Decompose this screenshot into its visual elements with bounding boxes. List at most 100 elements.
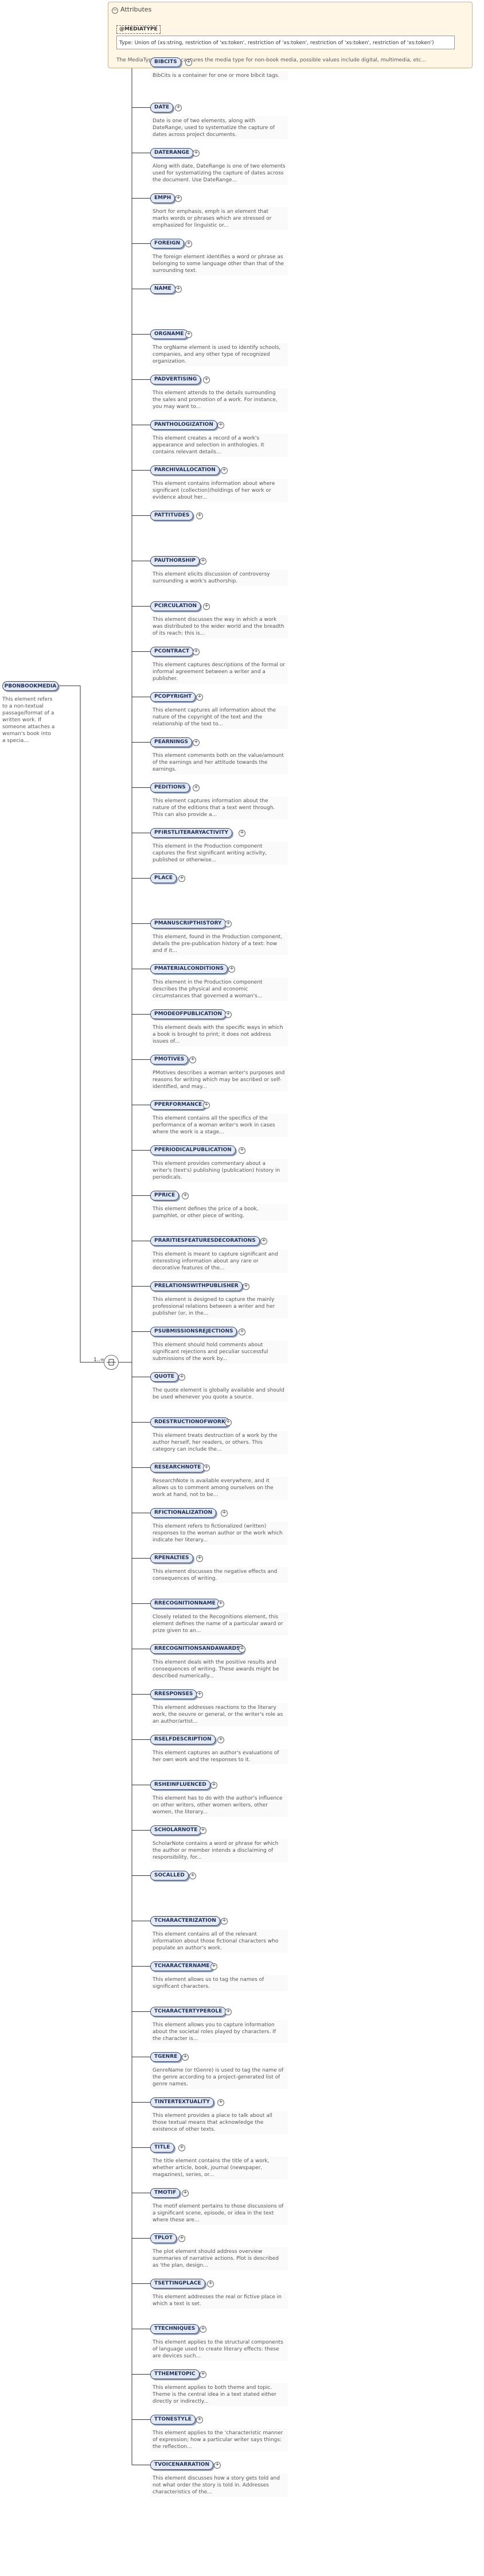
- choice-compositor-icon[interactable]: [104, 1355, 119, 1370]
- element-pperformance[interactable]: PPERFORMANCE: [150, 1100, 206, 1110]
- expand-icon[interactable]: +: [210, 1963, 217, 1970]
- collapse-icon[interactable]: −: [112, 7, 118, 14]
- element-rrecognitionsandawards[interactable]: RRECOGNITIONSANDAWARDS: [150, 1644, 244, 1654]
- element-ttechniques[interactable]: TTECHNIQUES: [150, 2324, 200, 2334]
- element-rdestructionofwork[interactable]: RDESTRUCTIONOFWORK: [150, 1417, 229, 1427]
- element-pmotives[interactable]: PMOTIVES: [150, 1055, 189, 1064]
- element-ttonestyle[interactable]: TTONESTYLE: [150, 2415, 196, 2425]
- expand-icon[interactable]: +: [182, 2190, 189, 2197]
- element-pearnings[interactable]: PEARNINGS: [150, 737, 192, 747]
- element-orgname[interactable]: ORGNAME: [150, 329, 188, 339]
- expand-icon[interactable]: +: [221, 1918, 228, 1925]
- expand-icon[interactable]: +: [225, 2008, 232, 2015]
- element-pmaterialconditions[interactable]: PMATERIALCONDITIONS: [150, 964, 228, 974]
- expand-icon[interactable]: +: [225, 1011, 232, 1018]
- expand-icon[interactable]: +: [260, 1238, 267, 1245]
- expand-icon[interactable]: +: [193, 648, 200, 655]
- expand-icon[interactable]: +: [200, 2326, 206, 2333]
- element-tvoicenarration[interactable]: TVOICENARRATION: [150, 2460, 213, 2470]
- element-pmodeofpublication[interactable]: PMODEOFPUBLICATION: [150, 1009, 227, 1019]
- expand-icon[interactable]: +: [182, 1192, 189, 1199]
- expand-icon[interactable]: +: [178, 2235, 185, 2242]
- element-rfictionalization[interactable]: RFICTIONALIZATION: [150, 1508, 217, 1518]
- element-date[interactable]: DATE: [150, 103, 174, 112]
- expand-icon[interactable]: +: [185, 59, 192, 66]
- expand-icon[interactable]: +: [193, 150, 200, 157]
- element-peditions[interactable]: PEDITIONS: [150, 783, 190, 792]
- expand-icon[interactable]: +: [203, 1102, 210, 1109]
- expand-icon[interactable]: +: [217, 422, 224, 429]
- expand-icon[interactable]: +: [196, 2416, 203, 2423]
- expand-icon[interactable]: +: [217, 1736, 224, 1743]
- element-tmotif[interactable]: TMOTIF: [150, 2188, 181, 2198]
- expand-icon[interactable]: +: [189, 1056, 196, 1063]
- attributes-header[interactable]: −Attributes: [112, 6, 151, 14]
- element-pcopyright[interactable]: PCOPYRIGHT: [150, 692, 196, 702]
- element-daterange[interactable]: DATERANGE: [150, 148, 193, 158]
- expand-icon[interactable]: +: [217, 2099, 224, 2106]
- expand-icon[interactable]: +: [196, 1555, 203, 1562]
- element-rresponses[interactable]: RRESPONSES: [150, 1689, 197, 1699]
- element-pprice[interactable]: PPRICE: [150, 1191, 179, 1200]
- element-tintertextuality[interactable]: TINTERTEXTUALITY: [150, 2097, 214, 2107]
- attribute-name[interactable]: @MEDIATYPE: [116, 25, 161, 34]
- element-prelationswithpublisher[interactable]: PRELATIONSWITHPUBLISHER: [150, 1281, 243, 1291]
- expand-icon[interactable]: +: [185, 331, 192, 338]
- element-rselfdescription[interactable]: RSELFDESCRIPTION: [150, 1735, 216, 1744]
- element-pfirstliteraryactivity[interactable]: PFIRSTLITERARYACTIVITY: [150, 828, 233, 838]
- expand-icon[interactable]: +: [189, 1872, 196, 1879]
- expand-icon[interactable]: +: [196, 512, 203, 519]
- element-place[interactable]: PLACE: [150, 873, 177, 883]
- expand-icon[interactable]: +: [178, 1374, 185, 1381]
- element-panthologization[interactable]: PANTHOLOGIZATION: [150, 420, 217, 430]
- element-tsettingplace[interactable]: TSETTINGPLACE: [150, 2279, 205, 2289]
- element-pmanuscripthistory[interactable]: PMANUSCRIPTHISTORY: [150, 919, 226, 928]
- expand-icon[interactable]: +: [196, 694, 203, 701]
- expand-icon[interactable]: +: [178, 875, 185, 882]
- expand-icon[interactable]: +: [239, 1328, 245, 1335]
- element-rrecognitionname[interactable]: RRECOGNITIONNAME: [150, 1599, 220, 1608]
- expand-icon[interactable]: +: [225, 920, 232, 927]
- element-pauthorship[interactable]: PAUTHORSHIP: [150, 556, 200, 566]
- expand-icon[interactable]: +: [185, 240, 192, 247]
- element-praritiesfeaturesdecorations[interactable]: PRARITIESFEATURESDECORATIONS: [150, 1236, 260, 1246]
- expand-icon[interactable]: +: [217, 1600, 224, 1607]
- expand-icon[interactable]: +: [182, 2054, 189, 2061]
- expand-icon[interactable]: +: [193, 784, 200, 791]
- expand-icon[interactable]: +: [221, 1510, 228, 1517]
- root-element[interactable]: PBONBOOKMEDIA: [2, 681, 58, 691]
- element-tcharacterization[interactable]: TCHARACTERIZATION: [150, 1916, 220, 1926]
- expand-icon[interactable]: +: [175, 195, 182, 202]
- expand-icon[interactable]: +: [228, 966, 235, 973]
- element-foreign[interactable]: FOREIGN: [150, 239, 185, 248]
- element-psubmissionsrejections[interactable]: PSUBMISSIONSREJECTIONS: [150, 1327, 237, 1336]
- element-scholarnote[interactable]: SCHOLARNOTE: [150, 1825, 202, 1835]
- expand-icon[interactable]: +: [214, 2462, 221, 2469]
- element-socalled[interactable]: SOCALLED: [150, 1871, 189, 1880]
- expand-icon[interactable]: +: [221, 467, 228, 474]
- expand-icon[interactable]: +: [239, 1646, 245, 1653]
- element-tcharactertyperole[interactable]: TCHARACTERTYPEROLE: [150, 2007, 227, 2016]
- element-name[interactable]: NAME: [150, 284, 175, 294]
- element-parchivallocation[interactable]: PARCHIVALLOCATION: [150, 465, 220, 475]
- expand-icon[interactable]: +: [207, 2280, 214, 2287]
- expand-icon[interactable]: +: [200, 1827, 206, 1834]
- element-pattitudes[interactable]: PATTITUDES: [150, 511, 194, 520]
- expand-icon[interactable]: +: [200, 2371, 206, 2378]
- expand-icon[interactable]: +: [178, 2144, 185, 2151]
- expand-icon[interactable]: +: [175, 104, 182, 111]
- element-title[interactable]: TITLE: [150, 2143, 174, 2153]
- element-pcirculation[interactable]: PCIRCULATION: [150, 601, 201, 611]
- element-tthemetopic[interactable]: TTHEMETOPIC: [150, 2369, 200, 2379]
- expand-icon[interactable]: +: [193, 739, 200, 746]
- element-pperiodicalpublication[interactable]: PPERIODICALPUBLICATION: [150, 1145, 236, 1155]
- expand-icon[interactable]: +: [200, 558, 206, 565]
- element-bibcits[interactable]: BIBCITS: [150, 57, 181, 67]
- element-rsheinfluenced[interactable]: RSHEINFLUENCED: [150, 1780, 210, 1790]
- expand-icon[interactable]: +: [210, 1782, 217, 1789]
- element-tcharactername[interactable]: TCHARACTERNAME: [150, 1961, 214, 1971]
- element-researchnote[interactable]: RESEARCHNOTE: [150, 1463, 205, 1472]
- expand-icon[interactable]: +: [203, 1464, 210, 1471]
- expand-icon[interactable]: +: [225, 1419, 232, 1426]
- expand-icon[interactable]: +: [196, 1691, 203, 1698]
